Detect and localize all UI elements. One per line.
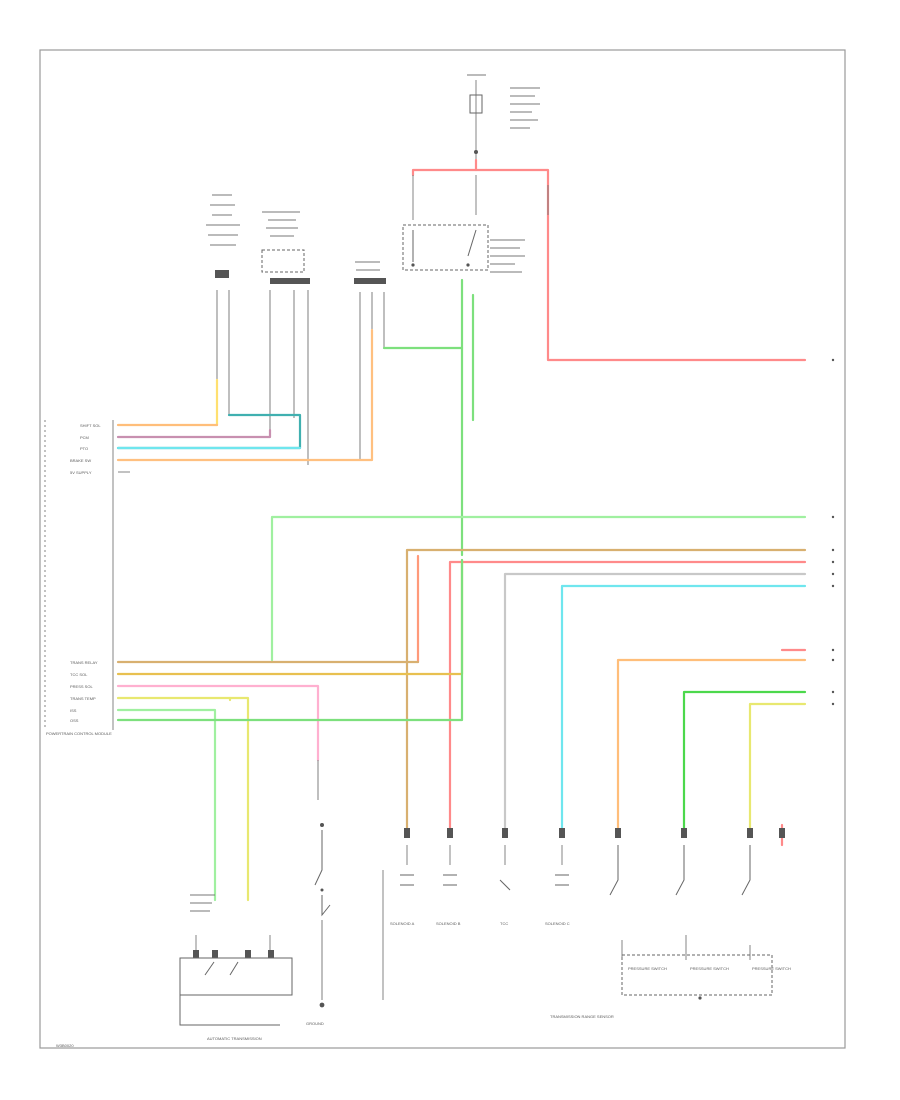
pin-top-4: 5V SUPPLY <box>70 470 92 475</box>
solenoid-label-2: TCC <box>500 921 508 926</box>
green-sensor-bus <box>270 278 807 662</box>
sensor-right <box>354 261 386 284</box>
pin-top-3: BRAKE SW <box>70 458 91 463</box>
switch-wiring <box>616 648 807 847</box>
switch-label-1: PRESSURE SWITCH <box>690 966 729 971</box>
switch-label-0: PRESSURE SWITCH <box>628 966 667 971</box>
solenoid-label-3: SOLENOID C <box>545 921 570 926</box>
transmission-connector <box>179 894 293 1026</box>
right-terminals <box>831 358 835 706</box>
pin-bottom-3: TRANS TEMP <box>70 696 96 701</box>
pin-bottom-5: OSS <box>70 718 79 723</box>
solenoid-symbols <box>382 870 569 1000</box>
transmission-label: AUTOMATIC TRANSMISSION <box>207 1036 262 1041</box>
range-sensor <box>314 760 331 1008</box>
pcm-edge <box>44 420 114 730</box>
pin-top-2: PTO <box>80 446 88 451</box>
red-power-bus <box>411 158 807 362</box>
pin-bottom-1: TCC SOL <box>70 672 88 677</box>
sensor-leads <box>215 290 385 465</box>
pin-top-0: SHIFT SOL <box>80 423 101 428</box>
sensor-left <box>206 194 240 278</box>
solenoid-label-1: SOLENOID B <box>436 921 461 926</box>
pressure-switch-label: TRANSMISSION RANGE SENSOR <box>550 1014 614 1019</box>
solenoid-connectors <box>404 828 785 865</box>
pin-bottom-4: ISS <box>70 708 77 713</box>
pin-top-1: PCM <box>80 435 89 440</box>
right-bus <box>405 548 807 832</box>
fuse-block <box>467 74 540 160</box>
pin-bottom-2: PRESS SOL <box>70 684 93 689</box>
ground-label: GROUND <box>306 1021 324 1026</box>
pcm-label: POWERTRAIN CONTROL MODULE <box>46 731 112 736</box>
diagram-frame <box>39 49 846 1049</box>
pcm-bottom-wiring <box>116 558 464 902</box>
page-code: W3B0020 <box>56 1043 74 1048</box>
relay <box>402 224 525 273</box>
switch-label-2: PRESSURE SWITCH <box>752 966 791 971</box>
wire-red-top <box>411 168 807 362</box>
pcm-top-wiring <box>116 328 464 473</box>
solenoid-label-0: SOLENOID A <box>390 921 415 926</box>
pin-bottom-0: TRANS RELAY <box>70 660 98 665</box>
pressure-switches <box>609 845 773 1000</box>
sensor-mid <box>261 211 310 284</box>
